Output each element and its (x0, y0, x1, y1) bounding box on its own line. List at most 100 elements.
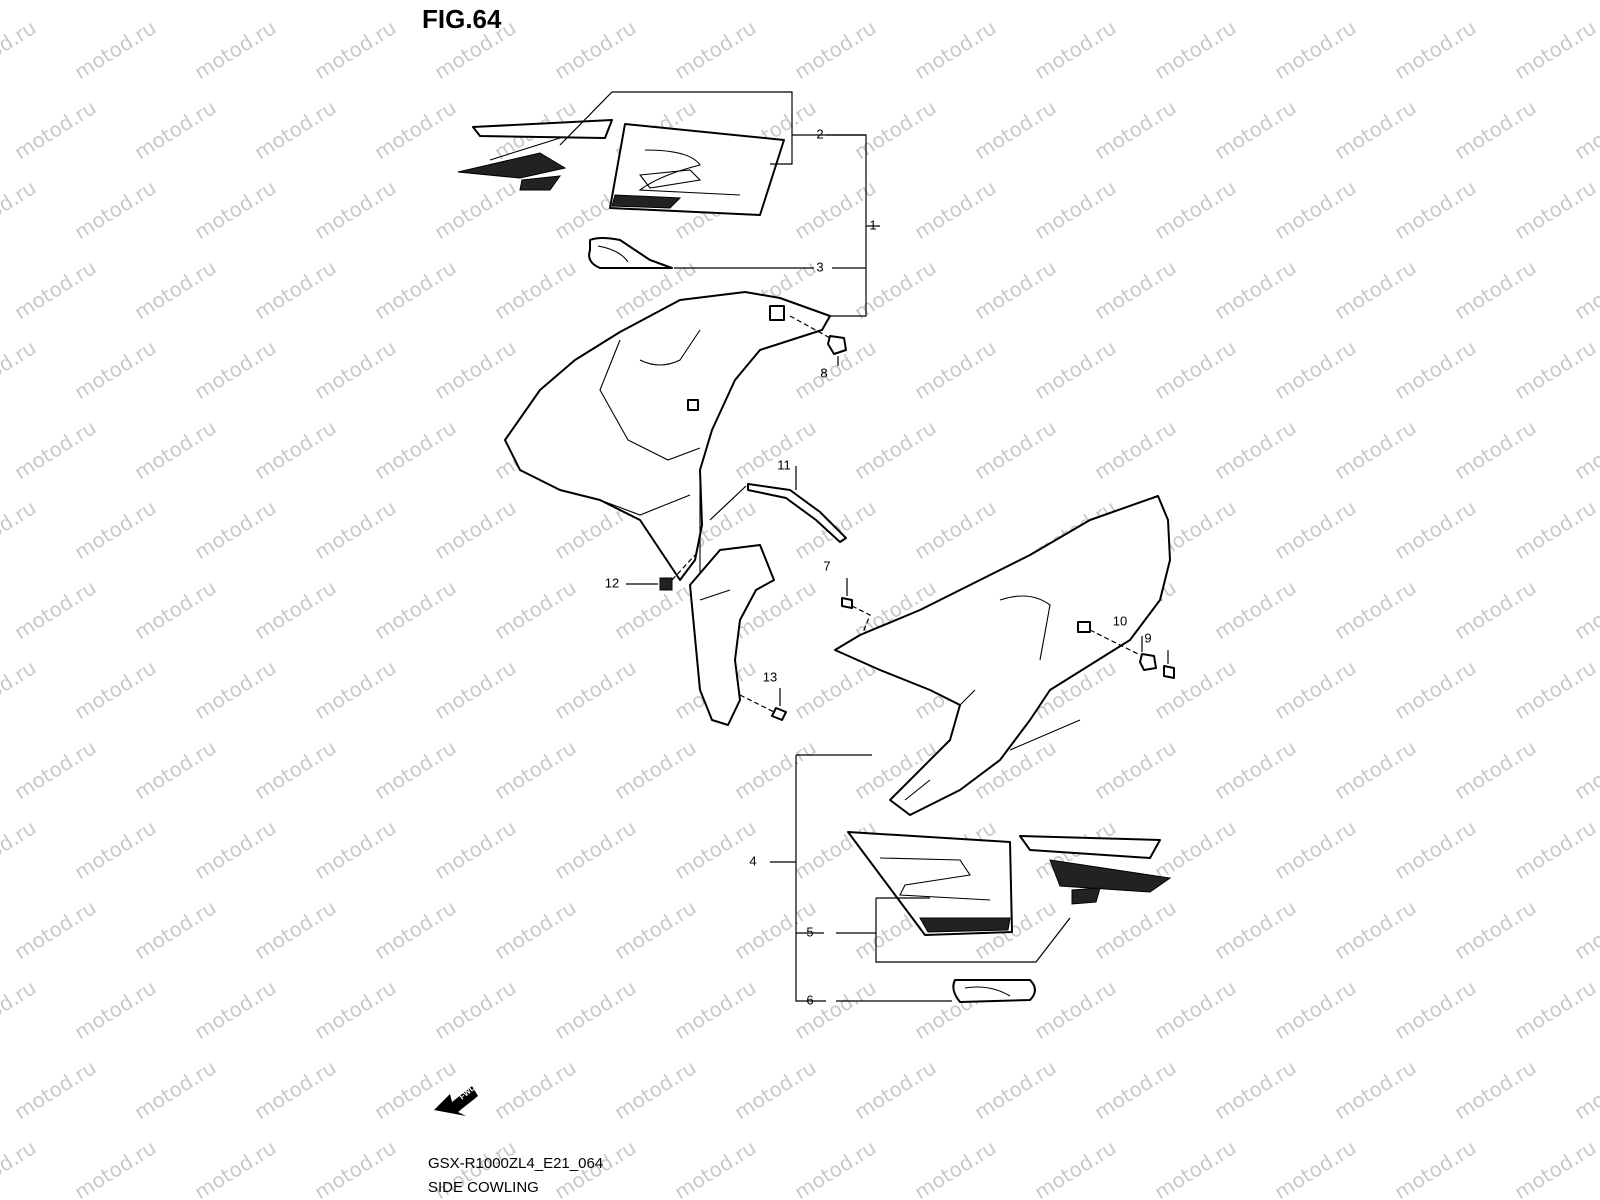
watermark-text: motod.ru (10, 255, 101, 324)
watermark-text: motod.ru (0, 975, 40, 1044)
watermark-text: motod.ru (1270, 175, 1361, 244)
watermark-text: motod.ru (1150, 815, 1241, 884)
watermark-text: motod.ru (310, 175, 401, 244)
watermark-text: motod.ru (1090, 1055, 1181, 1124)
watermark-text: motod.ru (130, 575, 221, 644)
watermark-text: motod.ru (1210, 735, 1301, 804)
watermark-text: motod.ru (250, 575, 341, 644)
screw-7-shape (841, 578, 871, 641)
watermark-text: motod.ru (1270, 975, 1361, 1044)
watermark-text: motod.ru (490, 575, 581, 644)
strip-11-shape (709, 466, 847, 543)
watermark-text: motod.ru (1150, 975, 1241, 1044)
watermark-text: motod.ru (610, 1055, 701, 1124)
watermark-text: motod.ru (190, 335, 281, 404)
watermark-text: motod.ru (130, 1055, 221, 1124)
fasteners-9-10 (1089, 629, 1175, 679)
watermark-text: motod.ru (610, 575, 701, 644)
watermark-text: motod.ru (970, 1055, 1061, 1124)
watermark-text: motod.ru (1330, 95, 1421, 164)
watermark-text: motod.ru (850, 1055, 941, 1124)
watermark-text: motod.ru (550, 975, 641, 1044)
watermark-text: motod.ru (1570, 0, 1600, 4)
callout-13: 13 (763, 669, 777, 684)
watermark-text: motod.ru (1090, 255, 1181, 324)
watermark-text: motod.ru (670, 15, 761, 84)
watermark-text: motod.ru (1030, 15, 1121, 84)
watermark-text: motod.ru (10, 415, 101, 484)
watermark-text: motod.ru (490, 895, 581, 964)
callout-8: 8 (820, 365, 827, 380)
watermark-text: motod.ru (0, 495, 40, 564)
watermark-text: motod.ru (70, 175, 161, 244)
watermark-text: motod.ru (250, 1055, 341, 1124)
watermark-text: motod.ru (370, 255, 461, 324)
watermark-text: motod.ru (310, 655, 401, 724)
figure-title: FIG.64 (422, 4, 502, 34)
watermark-text: motod.ru (1570, 255, 1600, 324)
callout-4: 4 (749, 853, 756, 868)
watermark-text: motod.ru (0, 815, 40, 884)
watermark-text: motod.ru (1330, 1055, 1421, 1124)
watermark-text: motod.ru (1510, 815, 1600, 884)
watermark-text: motod.ru (250, 735, 341, 804)
watermark-text: motod.ru (310, 15, 401, 84)
callout-6: 6 (806, 992, 813, 1007)
watermark-text: motod.ru (1510, 335, 1600, 404)
watermark-text: motod.ru (910, 175, 1001, 244)
watermark-text: motod.ru (730, 735, 821, 804)
watermark-text: motod.ru (310, 495, 401, 564)
watermark-text: motod.ru (1570, 95, 1600, 164)
watermark-text: motod.ru (1390, 15, 1481, 84)
watermark-text: motod.ru (1510, 975, 1600, 1044)
figure-code: GSX-R1000ZL4_E21_064 (428, 1155, 604, 1172)
watermark-text: motod.ru (1150, 1135, 1241, 1200)
watermark-text: motod.ru (1150, 175, 1241, 244)
watermark-text: motod.ru (0, 15, 40, 84)
watermark-text: motod.ru (1330, 735, 1421, 804)
watermark-text: motod.ru (670, 975, 761, 1044)
watermark-text: motod.ru (850, 415, 941, 484)
watermark-text: motod.ru (430, 655, 521, 724)
watermark-text: motod.ru (1150, 335, 1241, 404)
watermark-text: motod.ru (910, 15, 1001, 84)
watermark-text: motod.ru (790, 15, 881, 84)
watermark-text: motod.ru (370, 735, 461, 804)
watermark-text: motod.ru (550, 15, 641, 84)
callout-9: 9 (1144, 630, 1151, 645)
watermark-text: motod.ru (490, 0, 581, 4)
watermark-text: motod.ru (1330, 415, 1421, 484)
watermark-text: motod.ru (1330, 255, 1421, 324)
lower-decal-set (847, 831, 1172, 1003)
watermark-text: motod.ru (190, 655, 281, 724)
watermark-text: motod.ru (1450, 0, 1541, 4)
watermark-text: motod.ru (70, 655, 161, 724)
watermark-text: motod.ru (190, 495, 281, 564)
callout-7: 7 (823, 558, 830, 573)
watermark-text: motod.ru (310, 1135, 401, 1200)
watermark-text: motod.ru (1270, 495, 1361, 564)
watermark-text: motod.ru (70, 335, 161, 404)
watermark-text: motod.ru (430, 815, 521, 884)
watermark-text: motod.ru (1270, 815, 1361, 884)
watermark-text: motod.ru (1090, 895, 1181, 964)
watermark-text: motod.ru (790, 1135, 881, 1200)
watermark-text: motod.ru (550, 815, 641, 884)
watermark-text: motod.ru (1570, 1055, 1600, 1124)
lower-cowling (834, 495, 1171, 816)
watermark-text: motod.ru (250, 95, 341, 164)
callout-5: 5 (806, 924, 813, 939)
upper-cowling (504, 291, 831, 726)
watermark-text: motod.ru (1210, 95, 1301, 164)
watermark-text: motod.ru (130, 95, 221, 164)
watermark-text: motod.ru (910, 495, 1001, 564)
watermark-text: motod.ru (1510, 1135, 1600, 1200)
watermark-text: motod.ru (430, 335, 521, 404)
watermark-text: motod.ru (0, 655, 40, 724)
watermark-text: motod.ru (1270, 335, 1361, 404)
watermark-text: motod.ru (1570, 415, 1600, 484)
clip-12-shape (626, 554, 696, 591)
watermark-text: motod.ru (430, 175, 521, 244)
